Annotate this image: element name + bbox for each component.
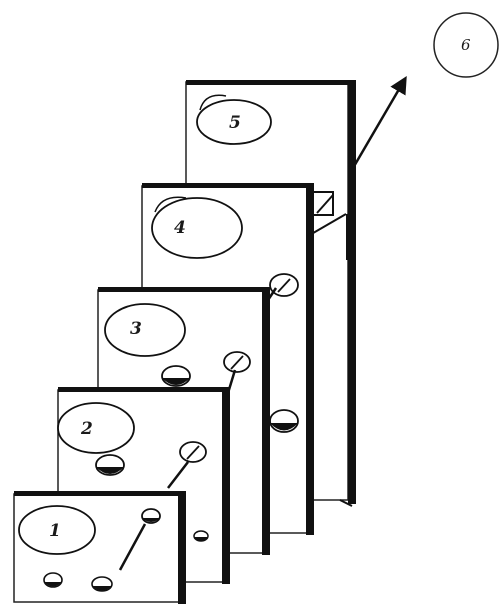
panel-1-knob-right	[193, 530, 209, 542]
panel-2-knob-right	[179, 441, 207, 463]
panel-3-knob-left	[161, 365, 191, 387]
panel-2-knob-left	[95, 454, 125, 476]
panel-1-handle	[118, 508, 161, 571]
panel-3-knob-right	[223, 351, 251, 373]
panel-3-label: 3	[130, 319, 142, 339]
panel-4-knob-upper	[269, 273, 299, 297]
panel-3-label-ellipse	[104, 303, 186, 357]
panel-1: 1	[13, 491, 209, 604]
panel-5-label-ellipse	[196, 99, 272, 145]
panel-2-label: 2	[80, 419, 93, 439]
panel-1-knob-left	[43, 572, 63, 588]
panel-1-label: 1	[49, 521, 61, 541]
panel-2-label-ellipse	[57, 402, 135, 454]
panel-4-label-ellipse	[151, 197, 243, 259]
panel-1-label-ellipse	[18, 505, 96, 555]
panel-1-knob-mid	[91, 576, 113, 592]
panel-4-knob-lower	[269, 409, 299, 433]
external-node-6-label: 6	[461, 36, 471, 54]
panel-4-label: 4	[174, 218, 186, 238]
external-node-6: 6	[433, 12, 499, 78]
panel-5-label: 5	[229, 113, 241, 133]
output-arrow	[346, 75, 407, 260]
